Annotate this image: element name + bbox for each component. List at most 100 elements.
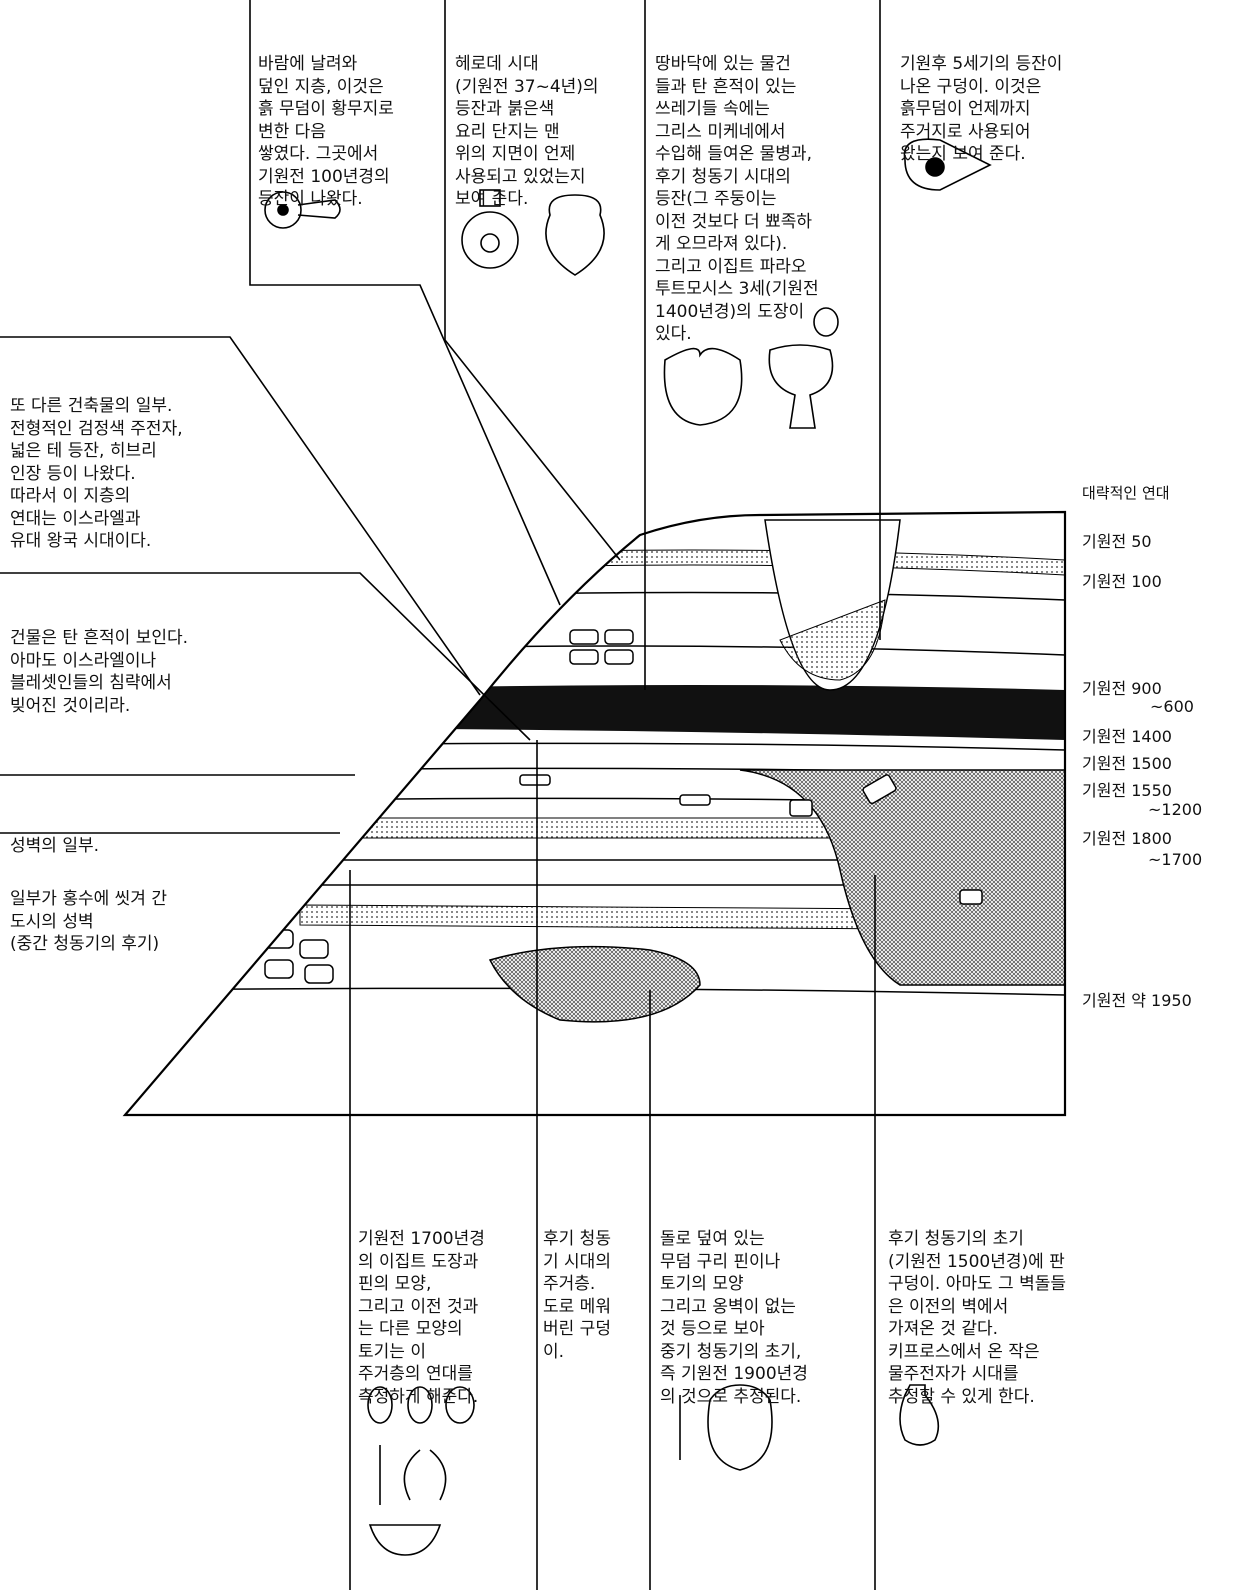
note-line: 사용되고 있었는지 — [455, 166, 586, 187]
note-line: 물주전자가 시대를 — [888, 1364, 1019, 1384]
note-line: 땅바닥에 있는 물건 — [655, 54, 791, 74]
note-line: 건물은 탄 흔적이 보인다. — [10, 628, 189, 648]
note-line: 쌓였다. 그곳에서 — [258, 144, 379, 164]
note-line: 토기는 이 — [358, 1341, 426, 1362]
note-line: 넓은 테 등잔, 히브리 — [10, 441, 157, 461]
note-line: 기원후 5세기의 등잔이 — [900, 54, 1063, 74]
note-line: 위의 지면이 언제 — [455, 144, 576, 164]
note-line: 기 시대의 — [543, 1251, 611, 1272]
date-label: ~1200 — [1148, 800, 1203, 819]
date-label: ~1700 — [1148, 850, 1203, 869]
note-line: 것 등으로 보아 — [660, 1319, 765, 1339]
note-line: 무덤 구리 핀이나 — [660, 1251, 781, 1272]
note-line: 흙 무덤이 황무지로 — [258, 99, 394, 119]
note-line: 바람에 날려와 — [258, 54, 358, 74]
note-line: 이. — [543, 1341, 565, 1362]
note-line: 후기 청동기 시대의 — [655, 166, 791, 187]
note-line: 도시의 성벽 — [10, 911, 94, 932]
note-line: 도로 메워 — [543, 1296, 611, 1317]
note-line: 변한 다음 — [258, 121, 326, 142]
note-line: 투트모시스 3세(기원전 — [655, 279, 819, 299]
left-note-wall-part: 성벽의 일부. — [10, 790, 99, 903]
date-label: 기원전 50 — [1082, 532, 1152, 551]
strata-layers — [125, 512, 1065, 1115]
note-line: (기원전 37~4년)의 — [455, 76, 599, 97]
note-line: 기원전 1700년경 — [358, 1229, 485, 1249]
note-line: 헤로데 시대 — [455, 54, 539, 74]
note-line: 그리고 이집트 파라오 — [655, 256, 807, 277]
note-line: 즉 기원전 1900년경 — [660, 1364, 808, 1384]
note-line: 게 오므라져 있다). — [655, 234, 788, 254]
note-line: 나온 구덩이. 이것은 — [900, 76, 1042, 97]
leader-lines — [0, 0, 881, 1590]
note-line: 키프로스에서 온 작은 — [888, 1341, 1040, 1362]
note-line: 그리스 미케네에서 — [655, 121, 786, 142]
note-line: 덮인 지층, 이것은 — [258, 76, 384, 97]
note-line: 은 이전의 벽에서 — [888, 1296, 1009, 1317]
note-line: 기원전 100년경의 — [258, 166, 390, 187]
note-line: 연대는 이스라엘과 — [10, 508, 141, 529]
dates-title: 대략적인 연대 — [1082, 484, 1170, 502]
note-line: 유대 왕국 시대이다. — [10, 531, 152, 551]
note-line: 추정할 수 있게 한다. — [888, 1386, 1035, 1407]
note-line: 보여 준다. — [455, 189, 529, 209]
note-line: 일부가 홍수에 씻겨 간 — [10, 889, 167, 909]
note-line: 또 다른 건축물의 일부. — [10, 396, 173, 416]
note-line: 성벽의 일부. — [10, 836, 100, 856]
mound-outline — [122, 510, 1067, 1117]
note-line: 수입해 들여온 물병과, — [655, 144, 812, 164]
note-line: 의 이집트 도장과 — [358, 1251, 479, 1272]
note-line: 그리고 옹벽이 없는 — [660, 1296, 796, 1317]
note-line: 주거지로 사용되어 — [900, 121, 1031, 142]
date-label: 기원전 1800 — [1082, 829, 1172, 848]
note-line: 주거층. — [543, 1274, 596, 1294]
date-label: 기원전 1400 — [1082, 727, 1172, 746]
date-label: 기원전 100 — [1082, 572, 1162, 591]
note-line: 1400년경)의 도장이 — [655, 301, 805, 322]
artifact-sketches — [264, 138, 992, 1556]
date-label: 기원전 약 1950 — [1082, 991, 1192, 1010]
note-line: 전형적인 검정색 주전자, — [10, 418, 183, 439]
date-label: 기원전 1550 — [1082, 781, 1172, 800]
note-line: 후기 청동 — [543, 1229, 611, 1249]
note-line: (중간 청동기의 후기) — [10, 934, 160, 954]
note-line: 왔는지 보여 준다. — [900, 144, 1026, 164]
note-line: 주거층의 연대를 — [358, 1364, 473, 1384]
note-line: 측정하게 해준다. — [358, 1386, 479, 1407]
note-line: 돌로 덮여 있는 — [660, 1229, 765, 1249]
note-line: 토기의 모양 — [660, 1274, 744, 1294]
note-line: 버린 구덩 — [543, 1319, 611, 1339]
note-line: 중기 청동기의 초기, — [660, 1341, 802, 1362]
note-line: 아마도 이스라엘이나 — [10, 650, 157, 671]
note-line: 빚어진 것이리라. — [10, 695, 131, 716]
note-line: 등잔과 붉은색 — [455, 99, 555, 119]
note-line: 있다. — [655, 324, 692, 344]
note-line: 흙무덤이 언제까지 — [900, 99, 1031, 119]
note-line: 가져온 것 같다. — [888, 1319, 999, 1339]
note-line: 들과 탄 흔적이 있는 — [655, 76, 797, 97]
note-line: 쓰레기들 속에는 — [655, 99, 770, 119]
note-line: 따라서 이 지층의 — [10, 486, 131, 506]
note-line: 등잔(그 주둥이는 — [655, 189, 777, 209]
date-label: 기원전 900 — [1082, 679, 1162, 698]
note-line: 핀의 모양, — [358, 1274, 432, 1294]
note-line: 의 것으로 추정된다. — [660, 1386, 802, 1407]
note-line: 요리 단지는 맨 — [455, 121, 560, 142]
note-line: 는 다른 모양의 — [358, 1319, 463, 1339]
note-line: 블레셋인들의 침략에서 — [10, 673, 172, 693]
date-label: 기원전 1500 — [1082, 754, 1172, 773]
note-line: 인장 등이 나왔다. — [10, 463, 136, 484]
note-line: 후기 청동기의 초기 — [888, 1229, 1024, 1249]
